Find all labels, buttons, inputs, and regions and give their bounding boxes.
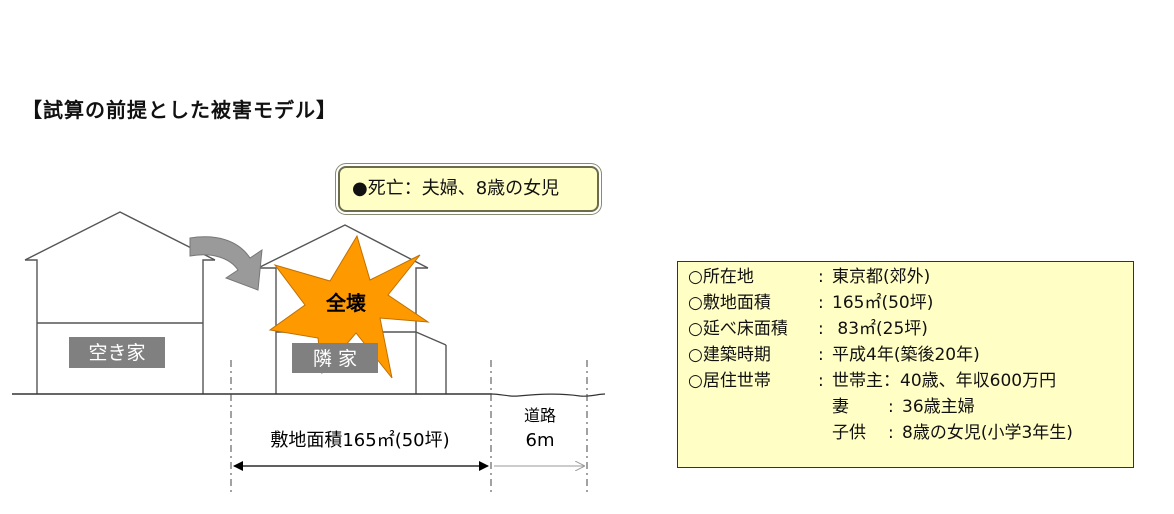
- info-separator: :: [818, 319, 824, 339]
- death-label: ●死亡：夫婦、8歳の女児: [352, 178, 560, 199]
- info-value: 8歳の女児(小学3年生): [902, 423, 1073, 443]
- info-key: ○居住世帯: [688, 371, 771, 391]
- road-surface: [491, 393, 606, 397]
- collapse-burst: [268, 234, 430, 379]
- death-callout: ●死亡：夫婦、8歳の女児: [338, 166, 599, 212]
- info-value: 世帯主：40歳、年収600万円: [832, 371, 1057, 391]
- info-separator: :: [818, 371, 824, 391]
- info-row-location: ○所在地 : 東京都(郊外): [688, 264, 1133, 290]
- info-value: 165㎡(50坪): [832, 293, 934, 313]
- neighbor-house-label-bg: [292, 343, 378, 373]
- info-row-floor-area: ○延べ床面積 : 83㎡(25坪): [688, 316, 1133, 342]
- info-separator: :: [818, 345, 824, 365]
- info-key: ○建築時期: [688, 345, 771, 365]
- info-subkey: 子供: [832, 423, 866, 443]
- vacant-house-label: 空き家: [88, 342, 145, 364]
- lot-area-label: 敷地面積165㎡(50坪): [270, 429, 449, 451]
- info-key: ○敷地面積: [688, 293, 771, 313]
- info-separator: :: [888, 423, 894, 443]
- road-width-label: 6m: [526, 430, 555, 451]
- info-row-household: ○居住世帯 : 世帯主：40歳、年収600万円: [688, 368, 1133, 394]
- vacant-house-label-bg: [69, 337, 165, 368]
- info-value: 平成4年(築後20年): [832, 345, 980, 365]
- info-value: 東京都(郊外): [832, 267, 931, 287]
- info-value: 83㎡(25坪): [832, 319, 928, 339]
- info-row-build-period: ○建築時期 : 平成4年(築後20年): [688, 342, 1133, 368]
- info-row-lot-area: ○敷地面積 : 165㎡(50坪): [688, 290, 1133, 316]
- vacant-house: [24, 211, 216, 394]
- neighbor-house-label: 隣 家: [313, 348, 357, 370]
- curved-arrow-icon: [189, 236, 263, 291]
- collapse-label: 全壊: [325, 291, 367, 315]
- property-info-box: ○所在地 : 東京都(郊外) ○敷地面積 : 165㎡(50坪) ○延べ床面積 …: [677, 261, 1134, 468]
- info-separator: :: [818, 267, 824, 287]
- info-subkey: 妻: [832, 397, 849, 417]
- info-row-child: 子供 : 8歳の女児(小学3年生): [688, 420, 1133, 446]
- info-separator: :: [888, 397, 894, 417]
- road-label: 道路: [524, 406, 556, 425]
- info-key: ○延べ床面積: [688, 319, 788, 339]
- info-key: ○所在地: [688, 267, 754, 287]
- info-row-spouse: 妻 : 36歳主婦: [688, 394, 1133, 420]
- info-separator: :: [818, 293, 824, 313]
- info-value: 36歳主婦: [902, 397, 975, 417]
- page-title: 【試算の前提とした被害モデル】: [22, 98, 337, 122]
